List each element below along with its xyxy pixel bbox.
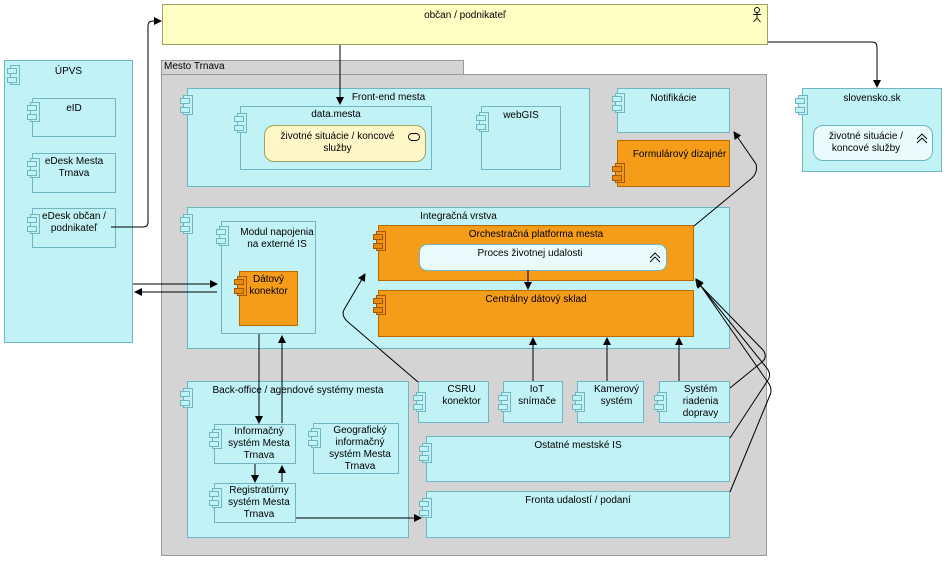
iot-snimace-component[interactable]: IoT snímače bbox=[498, 381, 563, 423]
slovensko-service[interactable]: životné situácie / koncové služby bbox=[813, 125, 933, 161]
datovy-konektor-label: Dátový konektor bbox=[249, 274, 288, 297]
service-chevron-icon bbox=[916, 133, 928, 144]
edesk-mesta-label: eDesk Mesta Trnava bbox=[44, 156, 104, 179]
csru-label: CSRU konektor bbox=[442, 384, 481, 407]
wire-edesk-to-actor bbox=[111, 17, 162, 228]
formularovy-dizajner-component[interactable]: Formulárový dizajnér bbox=[612, 140, 730, 187]
ism-label: Informačný systém Mesta Trnava bbox=[228, 426, 290, 461]
upvs-component[interactable]: ÚPVS eID eDesk Mesta Trnava eDesk občan … bbox=[4, 60, 133, 343]
wire-actor-to-slovensko bbox=[768, 41, 881, 88]
zivotne-situacie-service[interactable]: životné situácie / koncové služby bbox=[264, 125, 426, 162]
slovensko-title: slovensko.sk bbox=[843, 93, 901, 104]
wire-ostatne-to-orchestracna bbox=[695, 279, 771, 439]
actor-obcan-podnikatel[interactable]: občan / podnikateľ bbox=[162, 4, 768, 45]
slovensko-service-label: životné situácie / koncové služby bbox=[829, 131, 903, 154]
gis-label: Geografický informačný systém Mesta Trna… bbox=[329, 425, 391, 472]
webgis-component[interactable]: webGIS bbox=[476, 106, 561, 170]
webgis-label: webGIS bbox=[503, 110, 539, 121]
edesk-obcan-component[interactable]: eDesk občan / podnikateľ bbox=[27, 208, 116, 248]
registraturny-label: Registratúrny systém Mesta Trnava bbox=[228, 485, 290, 520]
frontend-mesta-component[interactable]: Front-end mesta data.mesta životné situá… bbox=[180, 88, 590, 187]
formularovy-label: Formulárový dizajnér bbox=[632, 149, 727, 160]
notifikacie-label: Notifikácie bbox=[650, 93, 697, 104]
datovy-konektor-component[interactable]: Dátový konektor bbox=[234, 271, 298, 326]
modul-label: Modul napojenia na externé IS bbox=[240, 227, 314, 250]
data-mesta-component[interactable]: data.mesta životné situácie / koncové sl… bbox=[234, 106, 432, 170]
frontend-title: Front-end mesta bbox=[351, 92, 426, 103]
centralny-label: Centrálny dátový sklad bbox=[485, 294, 587, 305]
wire-doprava-to-orchestracna bbox=[695, 280, 766, 389]
backoffice-title: Back-office / agendové systémy mesta bbox=[212, 385, 384, 396]
system-riadenia-dopravy-component[interactable]: Systém riadenia dopravy bbox=[654, 381, 730, 423]
orchestracna-label: Orchestračná platforma mesta bbox=[468, 229, 604, 240]
zivotne-situacie-label: životné situácie / koncové služby bbox=[280, 131, 395, 154]
kamerovy-system-component[interactable]: Kamerový systém bbox=[572, 381, 644, 423]
eid-component[interactable]: eID bbox=[27, 98, 116, 137]
integracna-title: Integračná vrstva bbox=[420, 211, 497, 222]
ostatne-mestske-is-component[interactable]: Ostatné mestské IS bbox=[419, 436, 730, 482]
wire-orchestracna-to-notifikacie bbox=[693, 131, 757, 227]
fronta-label: Fronta udalostí / podaní bbox=[525, 495, 631, 506]
wire-fronta-to-orchestracna bbox=[695, 278, 772, 493]
centralny-datovy-sklad-component[interactable]: Centrálny dátový sklad bbox=[373, 290, 694, 337]
csru-konektor-component[interactable]: CSRU konektor bbox=[413, 381, 489, 423]
eid-label: eID bbox=[66, 103, 82, 114]
ostatne-label: Ostatné mestské IS bbox=[534, 440, 622, 451]
wire-csru-to-orchestracna bbox=[342, 273, 419, 383]
iot-label: IoT snímače bbox=[518, 384, 556, 407]
upvs-title: ÚPVS bbox=[54, 66, 83, 77]
process-chevron-icon bbox=[649, 252, 661, 263]
edesk-obcan-label: eDesk občan / podnikateľ bbox=[42, 211, 106, 234]
informacny-system-component[interactable]: Informačný systém Mesta Trnava bbox=[209, 424, 296, 464]
actor-icon bbox=[753, 7, 761, 23]
slovensko-sk-component[interactable]: slovensko.sk životné situácie / koncové … bbox=[795, 88, 942, 172]
proces-zivotnej-udalosti[interactable]: Proces životnej udalosti bbox=[419, 244, 667, 271]
kamerovy-label: Kamerový systém bbox=[593, 384, 639, 407]
doprava-label: Systém riadenia dopravy bbox=[682, 384, 719, 419]
edesk-mesta-component[interactable]: eDesk Mesta Trnava bbox=[27, 153, 116, 193]
notifikacie-component[interactable]: Notifikácie bbox=[612, 88, 730, 133]
service-icon bbox=[408, 133, 420, 141]
geograficky-system-component[interactable]: Geografický informačný systém Mesta Trna… bbox=[308, 423, 399, 474]
mesto-trnava-title: Mesto Trnava bbox=[164, 61, 225, 72]
data-mesta-label: data.mesta bbox=[311, 109, 361, 120]
registraturny-system-component[interactable]: Registratúrny systém Mesta Trnava bbox=[209, 483, 296, 523]
actor-label: občan / podnikateľ bbox=[424, 10, 506, 21]
fronta-udalosti-component[interactable]: Fronta udalostí / podaní bbox=[419, 491, 730, 538]
orchestracna-platforma-component[interactable]: Orchestračná platforma mesta Proces živo… bbox=[373, 225, 694, 281]
proces-label: Proces životnej udalosti bbox=[477, 248, 583, 259]
